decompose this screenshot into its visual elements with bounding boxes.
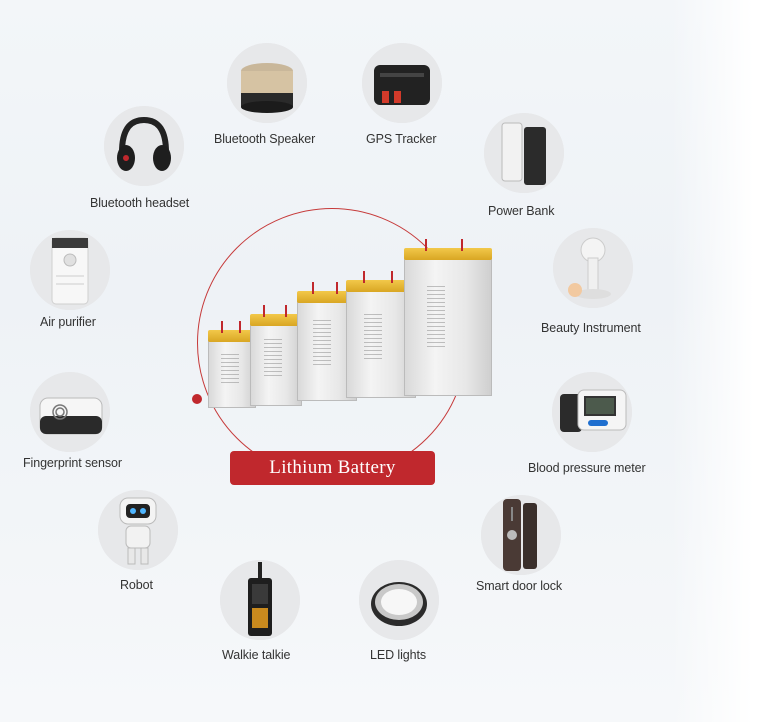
beauty-instrument-icon [553,228,633,308]
walkie-talkie-icon [220,560,300,640]
smart-door-lock-icon [481,495,561,575]
battery-cell-5 [404,239,492,396]
air-purifier-icon [30,230,110,310]
right-fade [671,0,781,722]
robot-label: Robot [120,578,153,592]
power-bank-icon [484,113,564,193]
led-lights-label: LED lights [370,648,426,662]
bluetooth-speaker-label: Bluetooth Speaker [214,132,316,146]
battery-cell-1 [208,321,256,408]
lithium-battery-banner: Lithium Battery [230,451,435,485]
bluetooth-speaker-icon [227,43,307,123]
gps-tracker-icon [362,43,442,123]
robot-icon [98,490,178,570]
bluetooth-headset-label: Bluetooth headset [90,196,190,210]
beauty-instrument-label: Beauty Instrument [541,321,641,335]
fingerprint-sensor-icon [30,372,110,452]
blood-pressure-meter-label: Blood pressure meter [528,461,646,475]
led-lights-icon [359,560,439,640]
air-purifier-label: Air purifier [40,315,96,329]
ring-dot [192,394,202,404]
power-bank-label: Power Bank [488,204,555,218]
smart-door-lock-label: Smart door lock [476,579,563,593]
gps-tracker-label: GPS Tracker [366,132,437,146]
walkie-talkie-label: Walkie talkie [222,648,291,662]
battery-cell-2 [250,305,302,406]
fingerprint-sensor-label: Fingerprint sensor [23,456,122,470]
bluetooth-headset-icon [104,106,184,186]
blood-pressure-meter-icon [552,372,632,452]
